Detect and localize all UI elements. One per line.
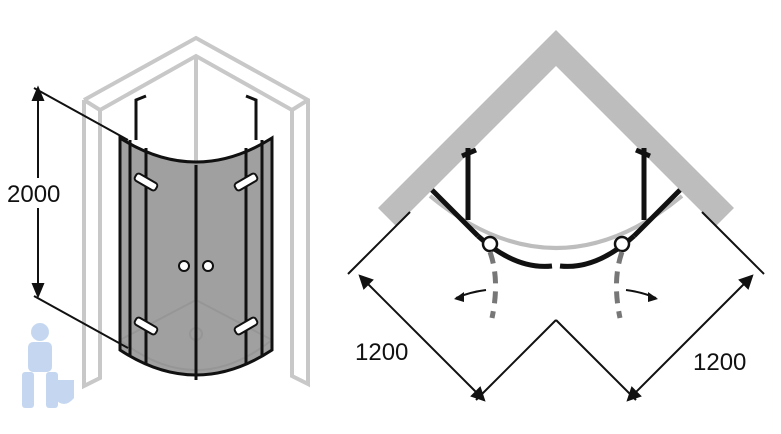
- door-swing-paths: [487, 251, 625, 319]
- wall-corner: [378, 30, 734, 226]
- swing-arrows: [455, 289, 657, 299]
- pivot-left: [481, 235, 499, 253]
- height-label: 2000: [7, 181, 60, 208]
- door-handle-right: [202, 260, 214, 272]
- plumber-logo: [22, 323, 74, 408]
- width-dimensions: [347, 211, 765, 402]
- door-handle-left: [178, 260, 190, 272]
- arrow-left-icon: [454, 292, 464, 302]
- left-width-label: 1200: [355, 339, 408, 366]
- pivot-right: [613, 235, 631, 253]
- arrow-right-icon: [648, 292, 658, 302]
- hinges: [133, 172, 259, 336]
- isometric-view: 2000: [4, 35, 310, 408]
- height-dimension: [31, 85, 129, 349]
- top-view: 1200 1200: [347, 30, 765, 402]
- right-width-label: 1200: [693, 349, 746, 376]
